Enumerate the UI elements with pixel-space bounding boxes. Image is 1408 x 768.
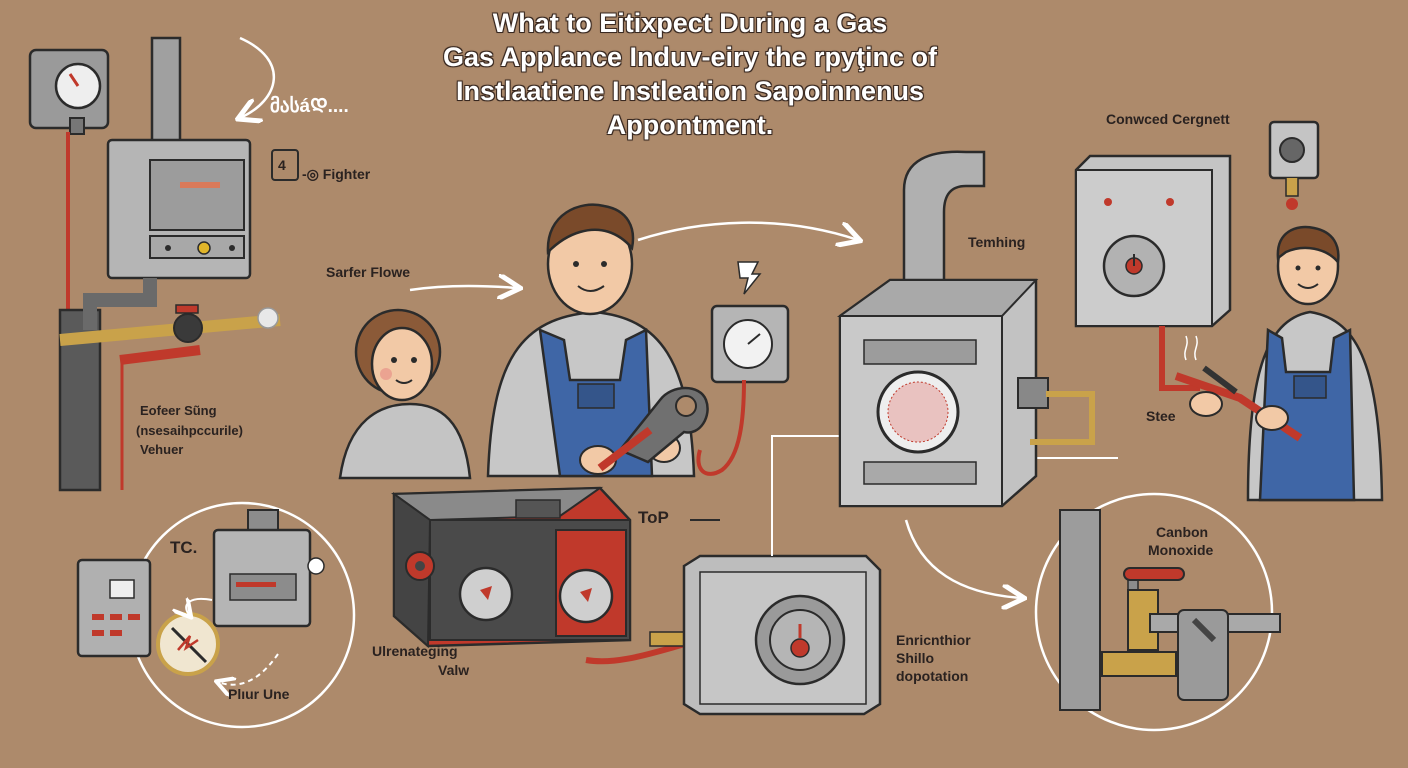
conwced-cergnett-label: Conwced Cergnett — [1106, 111, 1230, 127]
tc-unit-icon — [212, 509, 325, 628]
carbon-label-1: Canbon — [1156, 524, 1209, 540]
shutoff-valve-icon — [1059, 509, 1281, 711]
top-label: ToP — [638, 508, 669, 527]
temhing-label: Temhing — [968, 234, 1026, 250]
page-title: What to Eitixpect During a Gas Gas Appla… — [330, 6, 1050, 142]
boiler-icon — [106, 36, 252, 280]
fighter-icon-box — [271, 149, 299, 181]
tc-arrow — [186, 599, 213, 616]
furnace-arrow — [904, 519, 1022, 598]
control-valve-icon — [391, 486, 701, 665]
stee-label: Stee — [1146, 408, 1176, 424]
title-line-2: Gas Applance Induv-eiry the rpyţinc of — [442, 42, 938, 72]
top-scribble-label: მასáᲓ.... — [270, 96, 349, 117]
valw-label: Valw — [438, 662, 470, 678]
fighter-label: -◎ Fighter — [302, 166, 371, 182]
carbon-monoxide-circle — [1034, 492, 1274, 732]
enrichter-label-1: Enricnthior — [896, 632, 971, 648]
plur-une-arrow — [218, 653, 279, 685]
wall-unit-icon — [1074, 154, 1232, 328]
multimeter-icon — [696, 261, 790, 476]
left-note-3: Vehuer — [140, 442, 184, 457]
thermostat-icon — [682, 554, 882, 716]
ulrenateging-label: Ulrenateging — [372, 643, 458, 659]
furnace-icon — [836, 150, 1095, 508]
carbon-label-2: Monoxide — [1148, 542, 1214, 558]
gear-icon — [405, 551, 435, 581]
fighter-icon: 4 — [278, 157, 286, 173]
title-line-3: Instlaatiene Instleation Sapoinnenus — [455, 76, 925, 106]
safer-flowe-label: Sarfer Flowe — [326, 264, 411, 280]
gas-valve-icon — [1268, 120, 1320, 210]
technician-icon-2 — [1174, 225, 1384, 502]
safer-flowe-arrow — [409, 286, 518, 290]
cycle-arrow — [240, 36, 275, 118]
left-note-2: (nsesaihpccurile) — [136, 423, 243, 438]
flame-sensor-icon — [156, 612, 220, 676]
title-line-4: Appontment. — [606, 110, 774, 140]
control-box-icon — [76, 558, 152, 658]
title-line-1: What to Eitixpect During a Gas — [492, 8, 888, 38]
technician-arrow — [637, 221, 858, 240]
tc-label: TC. — [170, 538, 198, 557]
pipework — [58, 278, 281, 492]
left-note-1: Eofeer Sũng — [140, 403, 217, 418]
enrichter-label-2: Shillo — [896, 650, 935, 666]
enrichter-label-3: dopotation — [896, 668, 969, 684]
plur-une-label: Plıur Une — [228, 686, 290, 702]
customer-icon — [338, 308, 472, 480]
gas-meter-icon — [28, 48, 110, 135]
clamp-meter-icon — [597, 386, 709, 472]
red-gas-line-right — [1159, 326, 1200, 391]
